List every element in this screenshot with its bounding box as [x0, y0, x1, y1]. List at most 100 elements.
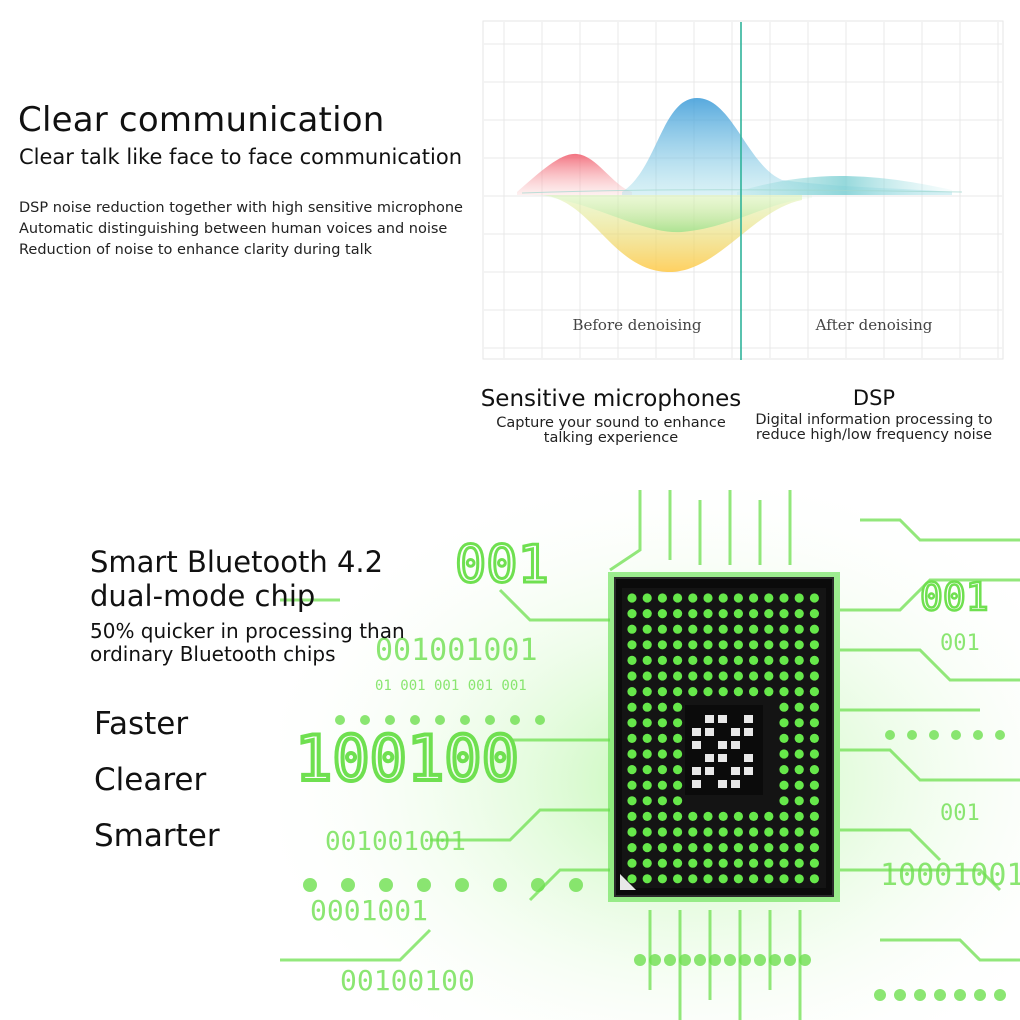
- chip-ball: [642, 796, 652, 806]
- chip-ball: [627, 733, 637, 743]
- chip-ball: [627, 687, 637, 697]
- circuit-dot: [934, 989, 946, 1001]
- description-line: Automatic distinguishing between human v…: [19, 221, 448, 237]
- chip-ball: [642, 843, 652, 853]
- chip-ball: [749, 609, 759, 619]
- core-mark: [731, 780, 740, 788]
- chip-ball: [703, 811, 713, 821]
- chip-ball: [733, 858, 743, 868]
- circuit-trace: [498, 588, 610, 622]
- circuit-trace: [880, 938, 1020, 962]
- chip-ball: [627, 624, 637, 634]
- chip-ball: [673, 593, 683, 603]
- circuit-dot: [460, 715, 470, 725]
- chip-ball: [642, 687, 652, 697]
- chip-ball: [657, 640, 667, 650]
- chip-ball: [688, 624, 698, 634]
- chip-ball: [794, 687, 804, 697]
- chip-ball: [703, 843, 713, 853]
- chip-subtitle-line: ordinary Bluetooth chips: [90, 642, 336, 666]
- circuit-dot: [649, 954, 661, 966]
- circuit-text: 001: [920, 575, 989, 619]
- chip-ball: [657, 593, 667, 603]
- chip-ball: [673, 609, 683, 619]
- circuit-dot: [914, 989, 926, 1001]
- chip-ball: [627, 671, 637, 681]
- chip-ball: [673, 733, 683, 743]
- core-mark: [731, 767, 740, 775]
- description-line: Reduction of noise to enhance clarity du…: [19, 242, 373, 258]
- circuit-dot: [754, 954, 766, 966]
- chip-ball: [809, 671, 820, 681]
- chip-ball: [809, 624, 820, 634]
- chip-ball: [673, 671, 683, 681]
- chip-ball: [809, 780, 820, 790]
- chip-ball: [627, 796, 637, 806]
- chip-ball: [809, 733, 820, 743]
- chip-ball: [627, 765, 637, 775]
- circuit-dot: [493, 878, 507, 892]
- circuit-text: 001: [940, 631, 980, 656]
- label-after: After denoising: [815, 316, 933, 334]
- chip-ball: [749, 671, 759, 681]
- chip-ball: [673, 858, 683, 868]
- chip-ball: [718, 843, 728, 853]
- core-mark: [718, 780, 727, 788]
- chip-ball: [794, 843, 804, 853]
- chip-ball: [809, 702, 820, 712]
- circuit-trace: [840, 648, 1020, 682]
- chip-ball: [809, 796, 820, 806]
- core-mark: [692, 728, 701, 736]
- benefit-item: Clearer: [94, 762, 207, 798]
- section-subtitle: Clear talk like face to face communicati…: [19, 145, 463, 169]
- chip-ball: [779, 640, 789, 650]
- chip-ball: [657, 609, 667, 619]
- chip-subtitle: 50% quicker in processing than ordinary …: [90, 620, 405, 666]
- circuit-dot: [485, 715, 495, 725]
- chip-ball: [642, 811, 652, 821]
- circuit-dot: [907, 730, 917, 740]
- chip-ball: [703, 874, 713, 884]
- denoising-graph: Before denoising After denoising: [482, 20, 1004, 360]
- chip-ball: [627, 843, 637, 853]
- chip-ball: [749, 655, 759, 665]
- chip-ball: [673, 780, 683, 790]
- chip-ball: [794, 702, 804, 712]
- chip-ball: [749, 843, 759, 853]
- core-mark: [705, 728, 714, 736]
- chip-ball: [749, 874, 759, 884]
- chip-ball: [703, 655, 713, 665]
- chip-ball: [673, 796, 683, 806]
- chip-ball: [642, 733, 652, 743]
- circuit-text: 100100: [295, 722, 519, 795]
- chip-ball: [779, 843, 789, 853]
- feature-description: DSP noise reduction together with high s…: [19, 198, 463, 261]
- core-mark: [705, 715, 714, 723]
- circuit-dot: [360, 715, 370, 725]
- chip-ball: [779, 609, 789, 619]
- circuit-text: 001: [940, 801, 980, 826]
- core-mark: [692, 767, 701, 775]
- chip-ball: [642, 655, 652, 665]
- chip-ball: [673, 718, 683, 728]
- chip-ball: [764, 640, 774, 650]
- circuit-trace: [860, 518, 1020, 542]
- chip-ball: [809, 874, 820, 884]
- chip-ball: [688, 874, 698, 884]
- chip-ball: [809, 655, 820, 665]
- chip-ball: [673, 624, 683, 634]
- chip-ball: [703, 671, 713, 681]
- chip: [608, 572, 840, 902]
- chip-ball: [718, 671, 728, 681]
- circuit-dot: [569, 878, 583, 892]
- chip-ball: [657, 811, 667, 821]
- chip-ball: [627, 780, 637, 790]
- core-mark: [705, 767, 714, 775]
- circuit-text: 001001001: [325, 827, 466, 857]
- chip-ball: [657, 796, 667, 806]
- chip-ball: [657, 780, 667, 790]
- chip-ball: [657, 624, 667, 634]
- chip-ball: [749, 593, 759, 603]
- chip-ball: [809, 843, 820, 853]
- chip-ball: [688, 640, 698, 650]
